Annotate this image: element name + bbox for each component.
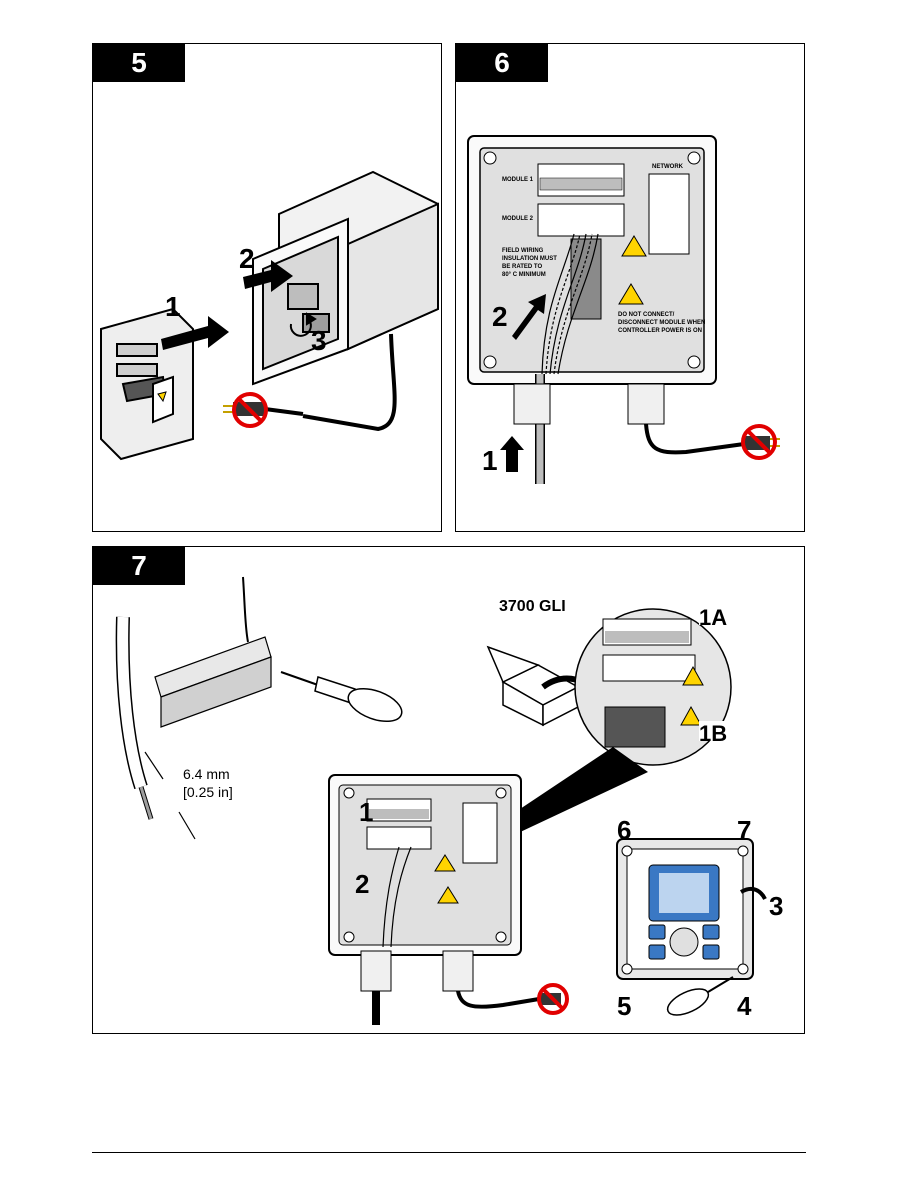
strip-length-mm: 6.4 mm bbox=[183, 766, 230, 782]
corner-callout-7: 7 bbox=[737, 815, 751, 845]
sensor-wiring-illustration: 6.4 mm [0.25 in] 3700 GLI 1 bbox=[115, 576, 783, 1025]
no-power-icon bbox=[537, 983, 569, 1015]
shock-warning-icon bbox=[621, 235, 647, 257]
corner-callout-5: 5 bbox=[617, 991, 631, 1021]
terminal-block bbox=[154, 636, 272, 728]
callout-1a: 1A bbox=[699, 605, 727, 630]
cable-gland-right bbox=[627, 383, 665, 425]
module-2-slot bbox=[537, 203, 625, 237]
strip-length-in: [0.25 in] bbox=[183, 784, 233, 800]
callout-3: 3 bbox=[311, 325, 327, 356]
sensor-wires bbox=[541, 233, 599, 375]
door-callout-3: 3 bbox=[769, 891, 783, 921]
disconnect-warning: DO NOT CONNECT/ DISCONNECT MODULE WHEN C… bbox=[618, 312, 707, 334]
no-power-icon bbox=[741, 424, 780, 460]
screwdriver-small bbox=[666, 976, 734, 1016]
gli-label: 3700 GLI bbox=[499, 598, 566, 615]
step-5-panel: 5 bbox=[92, 43, 442, 532]
callout-2: 2 bbox=[239, 243, 255, 274]
corner-screws bbox=[483, 151, 701, 369]
step-6-panel: 6 MODULE 1 MODULE 2 NETWORK FIELD WIRING… bbox=[455, 43, 805, 532]
box-callout-2: 2 bbox=[355, 869, 369, 899]
callout-1a-box bbox=[699, 605, 731, 625]
wiring-illustration: MODULE 1 MODULE 2 NETWORK FIELD WIRING I… bbox=[467, 135, 780, 484]
caution-icon bbox=[618, 283, 644, 305]
insert-arrows bbox=[161, 260, 293, 350]
power-cable bbox=[302, 333, 397, 432]
step-5-badge: 5 bbox=[93, 44, 185, 82]
step-7-badge: 7 bbox=[93, 547, 185, 585]
callout-1: 1 bbox=[482, 445, 498, 476]
screwdriver bbox=[280, 671, 403, 723]
module-2-label: MODULE 2 bbox=[502, 216, 534, 222]
cable-gland-left bbox=[513, 383, 551, 425]
module-card bbox=[100, 307, 194, 461]
module-insertion-illustration: 1 2 3 bbox=[100, 170, 439, 461]
push-arrow-2 bbox=[512, 294, 546, 340]
step-7-panel: 7 6.4 mm [0.25 in] 3700 GLI bbox=[92, 546, 805, 1034]
controller-enclosure bbox=[252, 170, 439, 386]
callout-1b-box bbox=[699, 721, 731, 741]
keypad bbox=[648, 924, 720, 960]
network-slot bbox=[648, 173, 690, 255]
gli-box bbox=[486, 645, 580, 727]
push-arrow-1 bbox=[500, 436, 524, 472]
corner-callout-6: 6 bbox=[617, 815, 631, 845]
footer-rule bbox=[92, 1152, 806, 1153]
network-label: NETWORK bbox=[652, 164, 684, 170]
callout-2: 2 bbox=[492, 301, 508, 332]
box-callout-1: 1 bbox=[359, 797, 373, 827]
no-power-icon bbox=[223, 392, 304, 428]
power-cable bbox=[644, 423, 745, 455]
door-open-arrow bbox=[739, 887, 767, 900]
callout-1b: 1B bbox=[699, 721, 727, 746]
rotate-arrow-icon bbox=[289, 312, 317, 337]
callout-1: 1 bbox=[165, 291, 181, 322]
module-1-label: MODULE 1 bbox=[502, 177, 534, 183]
field-wiring-note: FIELD WIRING INSULATION MUST BE RATED TO… bbox=[502, 248, 559, 278]
step-6-badge: 6 bbox=[456, 44, 548, 82]
corner-callout-4: 4 bbox=[737, 991, 752, 1021]
